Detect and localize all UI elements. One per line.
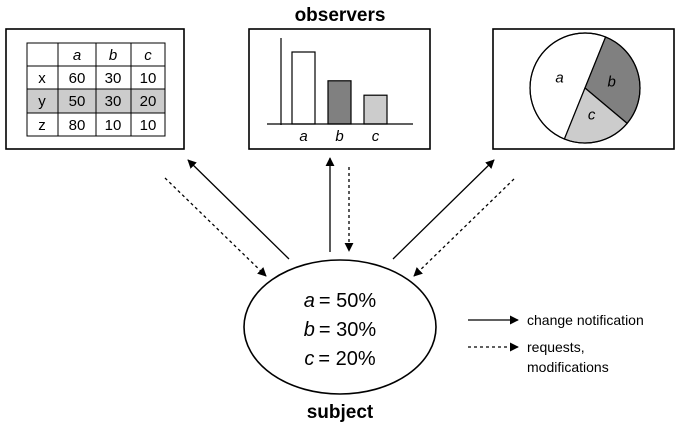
bar-chart-observer: a b c: [248, 28, 431, 150]
bar-label-a: a: [299, 128, 307, 145]
pie-outline: [529, 32, 641, 144]
legend-dashed-label-1: requests,: [527, 339, 585, 355]
bar-chart-labels: a b c: [299, 128, 379, 145]
pie-label-b: b: [608, 73, 616, 90]
table-cell: 30: [105, 93, 122, 110]
table-cell: 30: [105, 70, 122, 87]
subject-line-c: c= 20%: [304, 348, 375, 370]
pie-chart-observer: a bc: [492, 28, 675, 150]
pie-chart-slices: a bc: [529, 32, 641, 144]
bar-c: [363, 94, 388, 125]
bar-a: [291, 51, 316, 125]
table-cell: 50: [69, 93, 86, 110]
observers-title: observers: [295, 5, 386, 26]
legend: change notification requests, modificati…: [468, 312, 644, 375]
table-header-b: b: [109, 47, 117, 64]
table-cell: 10: [105, 117, 122, 134]
bar-label-b: b: [335, 128, 343, 145]
subject-ellipse: [243, 259, 437, 395]
request-arrow-pie: [413, 178, 515, 277]
subject-line-b: b= 30%: [304, 319, 377, 341]
notify-arrow-pie: [392, 159, 495, 260]
table-header-c: c: [144, 47, 152, 64]
table-cell: 80: [69, 117, 86, 134]
table-observer: a b c x 60 30 10 y 50 30 20 z 80 10 10: [5, 28, 185, 150]
table-row-label-z: z: [38, 117, 46, 134]
bar-label-c: c: [372, 128, 380, 145]
legend-solid-label: change notification: [527, 312, 644, 328]
table-row-label-y: y: [38, 93, 46, 110]
bar-b: [327, 80, 352, 125]
table-header-a: a: [73, 47, 81, 64]
table-grid: [26, 42, 166, 137]
table-cell: 10: [140, 70, 157, 87]
notify-arrow-table: [187, 159, 290, 260]
table-cell: 20: [140, 93, 157, 110]
request-arrow-table: [164, 177, 267, 277]
legend-dashed-label-2: modifications: [527, 359, 609, 375]
table-row-label-x: x: [38, 70, 46, 87]
subject-line-a: a= 50%: [304, 290, 377, 312]
table-cell: 10: [140, 117, 157, 134]
table-cell: 60: [69, 70, 86, 87]
pie-label-a: a: [555, 70, 563, 87]
pie-label-c: c: [588, 107, 596, 124]
arrows: [164, 157, 515, 277]
subject-title: subject: [307, 402, 374, 423]
